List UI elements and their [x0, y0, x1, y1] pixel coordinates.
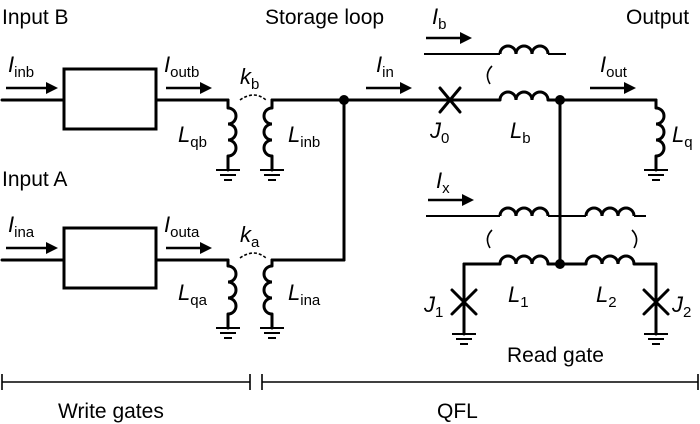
coupling-arrow: [486, 229, 493, 249]
label-Iouta: Iouta: [164, 212, 200, 241]
read-gate-header: Read gate: [507, 344, 604, 367]
output-header: Output: [626, 6, 689, 29]
qfl-label: QFL: [437, 400, 478, 423]
write-gate-a: [0, 226, 241, 339]
node-dot: [339, 95, 349, 105]
input-a-header: Input A: [2, 168, 67, 191]
write-gates-label: Write gates: [58, 400, 164, 423]
label-L2: L2: [596, 282, 617, 311]
Lqb-inductor: [226, 106, 238, 158]
write-gate-b: [0, 67, 241, 181]
label-Lqb: Lqb: [178, 122, 207, 151]
storage-loop-header: Storage loop: [265, 6, 384, 29]
label-Lqa: Lqa: [178, 280, 208, 309]
coupling-arrow: [631, 229, 638, 249]
bracket-qfl: [261, 374, 699, 390]
label-kb: kb: [240, 64, 259, 93]
label-Ix: Ix: [436, 168, 450, 197]
label-ka: ka: [240, 222, 260, 251]
Ib-control-coil: [498, 44, 550, 56]
label-J1: J1: [423, 292, 443, 321]
Lq-inductor: [654, 106, 666, 158]
label-Lina: Lina: [288, 280, 321, 309]
bracket-write-gates: [1, 374, 251, 390]
read-gate: [426, 194, 670, 345]
input-b-header: Input B: [2, 6, 69, 29]
ka-coupling-arrow: [239, 252, 267, 259]
Lb-inductor: [498, 90, 550, 102]
label-J2: J2: [671, 292, 691, 321]
kb-coupling-arrow: [239, 94, 267, 101]
Lqa-inductor: [226, 264, 238, 316]
Ix-control-coil-1: [498, 206, 550, 218]
label-Iout: Iout: [600, 52, 628, 81]
label-Lb: Lb: [510, 118, 531, 147]
label-Iin: Iin: [376, 52, 394, 81]
label-Ioutb: Ioutb: [164, 52, 199, 81]
write-gate-b-box: [62, 67, 158, 131]
label-Lq: Lq: [672, 122, 693, 151]
L2-inductor: [584, 254, 636, 266]
label-Iina: Iina: [8, 212, 35, 241]
write-gate-a-box: [62, 226, 158, 290]
node-dot: [555, 259, 565, 269]
Ix-control-coil-2: [584, 206, 636, 218]
Lina-inductor: [262, 264, 274, 316]
label-Ib: Ib: [432, 4, 446, 33]
coupling-arrow: [486, 65, 493, 85]
label-J0: J0: [429, 118, 449, 147]
Linb-inductor: [262, 106, 274, 158]
label-Linb: Linb: [288, 122, 320, 151]
label-Iinb: Iinb: [8, 52, 34, 81]
storage-loop: [239, 32, 669, 339]
L1-inductor: [498, 254, 550, 266]
label-L1: L1: [508, 282, 529, 311]
